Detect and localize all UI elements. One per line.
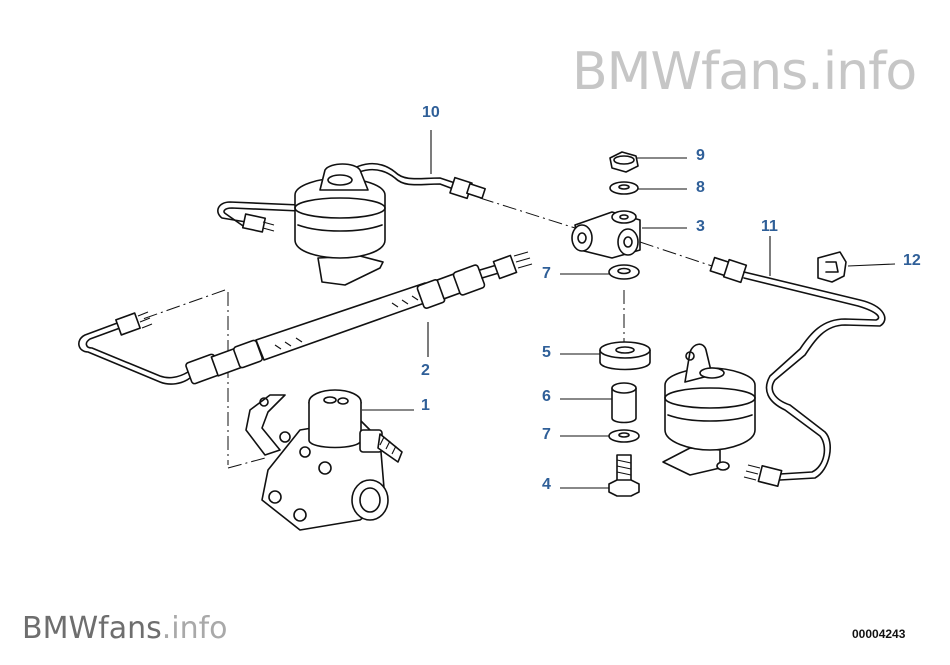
diagram-id: 00004243	[852, 627, 906, 641]
callout-part-7-upper[interactable]: 7	[542, 265, 551, 282]
accumulator-left	[217, 162, 486, 286]
hose-assembly	[78, 251, 533, 385]
callout-part-2[interactable]: 2	[421, 362, 430, 379]
assembly-lines	[139, 197, 713, 469]
callout-part-10[interactable]: 10	[422, 104, 440, 121]
callout-part-11[interactable]: 11	[761, 218, 778, 235]
t-piece	[571, 210, 641, 259]
pipe-clip	[817, 251, 847, 283]
hardware-upper	[608, 151, 640, 280]
leader-lines	[362, 130, 896, 489]
callout-part-6[interactable]: 6	[542, 388, 551, 405]
callout-part-1[interactable]: 1	[421, 397, 430, 414]
callout-part-8[interactable]: 8	[696, 179, 705, 196]
accumulator-right	[662, 256, 886, 487]
callout-part-9[interactable]: 9	[696, 147, 705, 164]
pressure-regulator	[245, 389, 403, 531]
callout-part-5[interactable]: 5	[542, 344, 551, 361]
watermark-bottom: BMWfans.info	[22, 611, 228, 646]
callout-part-12[interactable]: 12	[903, 252, 921, 269]
callout-part-7-lower[interactable]: 7	[542, 426, 551, 443]
callout-part-3[interactable]: 3	[696, 218, 705, 235]
hardware-lower	[599, 341, 651, 497]
callout-part-4[interactable]: 4	[542, 476, 551, 493]
watermark-top: BMWfans.info	[572, 42, 917, 102]
